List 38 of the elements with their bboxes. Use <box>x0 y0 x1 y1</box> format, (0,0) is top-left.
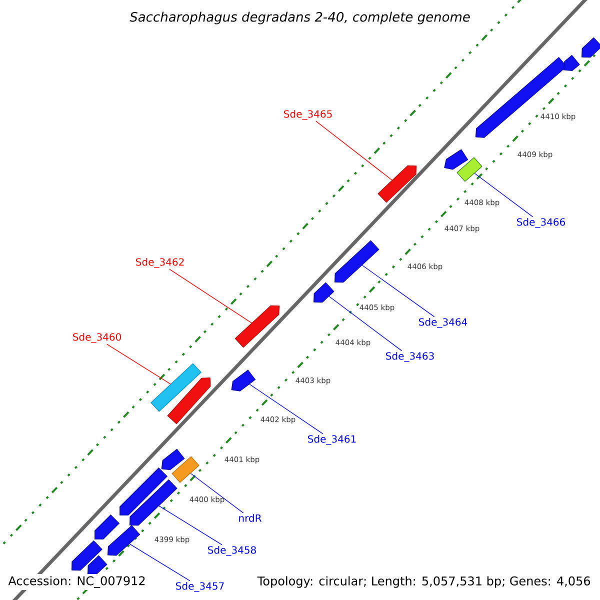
leader-line <box>316 120 392 180</box>
leader-line <box>328 296 402 352</box>
leader-line <box>158 506 222 546</box>
gene-block <box>444 149 468 170</box>
leader-line <box>169 268 252 324</box>
gene-box <box>172 456 200 483</box>
gene-block <box>88 555 108 575</box>
gene-label: Sde_3465 <box>284 110 332 120</box>
gene-block <box>107 525 140 556</box>
gene-block <box>314 282 334 303</box>
accession-text: Accession: NC_007912 <box>6 574 148 590</box>
gene-label: Sde_3460 <box>73 333 121 343</box>
gene-box <box>150 363 202 412</box>
gene-block <box>94 514 120 540</box>
leader-line <box>190 473 244 514</box>
leader-line <box>362 264 435 318</box>
gene-label: Sde_3466 <box>517 218 566 228</box>
gene-box <box>456 157 482 182</box>
gene-block <box>582 37 600 58</box>
gene-label: nrdR <box>239 514 262 522</box>
leader-line <box>474 173 534 218</box>
gene-block <box>378 165 416 203</box>
leader-line <box>106 344 171 384</box>
summary-text: Topology: circular; Length: 5,057,531 bp; Genes: 4,056 <box>255 574 593 590</box>
gene-block <box>130 479 178 526</box>
leader-line <box>129 544 190 582</box>
gene-label: Sde_3461 <box>308 435 356 445</box>
gene-label: Sde_3462 <box>136 258 184 268</box>
gene-label: Sde_3463 <box>386 352 434 362</box>
title: Saccharophagus degradans 2-40, complete genome <box>130 12 470 24</box>
gene-block <box>231 370 256 392</box>
gene-label: Sde_3458 <box>208 546 256 556</box>
gene-label: Sde_3464 <box>419 318 468 328</box>
gene-block <box>120 467 168 516</box>
leader-line <box>249 384 324 434</box>
gene-label: Sde_3457 <box>176 582 224 592</box>
gene-block <box>161 448 185 470</box>
gene-block <box>563 54 580 71</box>
